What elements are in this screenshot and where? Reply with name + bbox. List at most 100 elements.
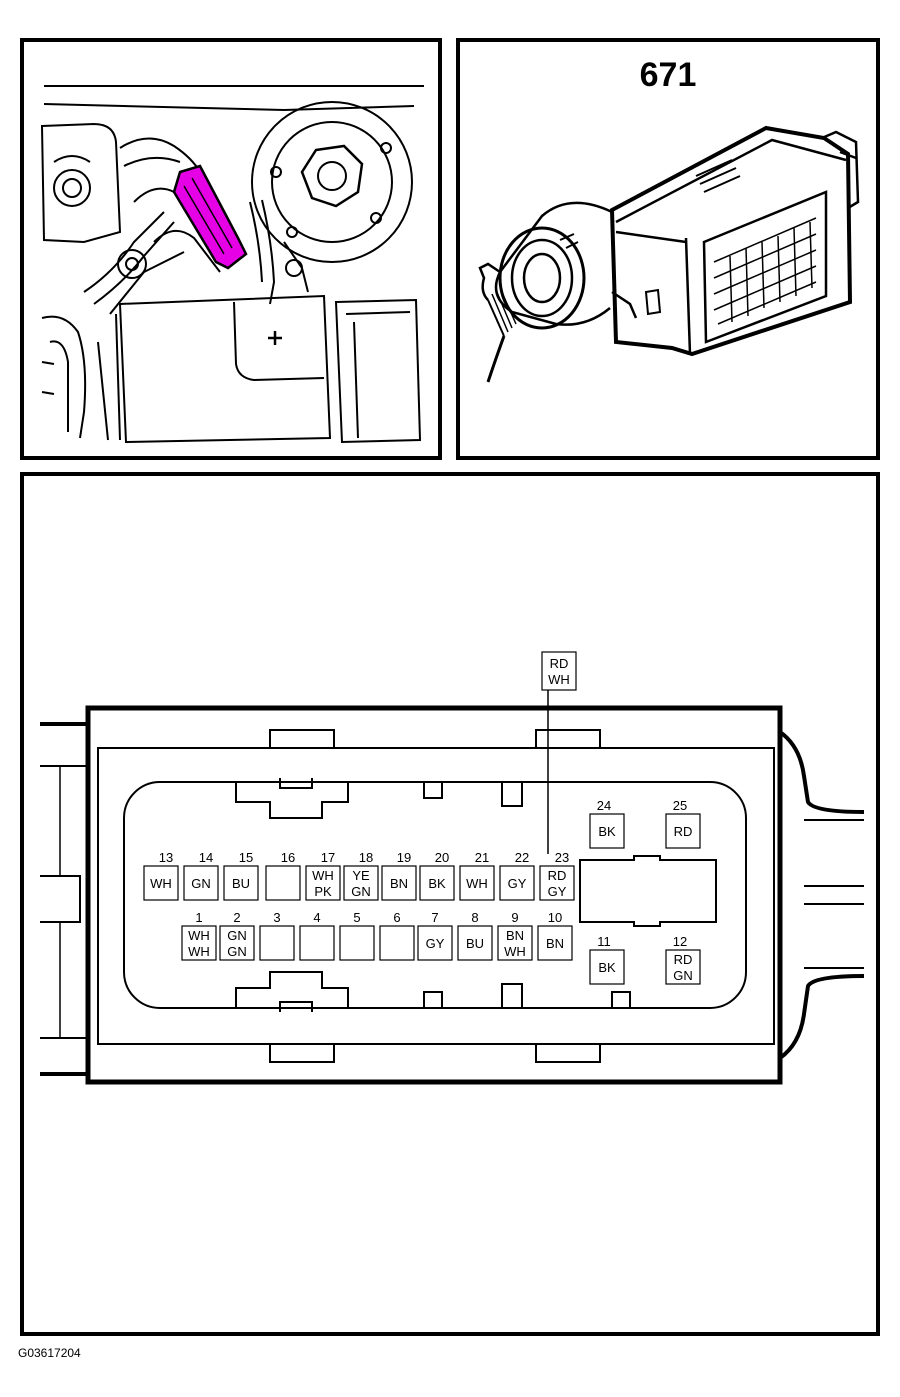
- pin-number: 4: [313, 910, 320, 925]
- pin-cavity: [537, 925, 573, 961]
- pin-cavity: [265, 865, 301, 901]
- engine-bay-location-icon: [40, 85, 424, 444]
- pin-wire-color-top: RD: [548, 868, 567, 883]
- figure-id: G03617204: [18, 1346, 81, 1360]
- pin-cavity: [419, 865, 455, 901]
- pin-wire-color: BK: [598, 824, 616, 839]
- pin-number: 9: [511, 910, 518, 925]
- pin-number: 14: [199, 850, 213, 865]
- pin-4: 4: [299, 910, 335, 961]
- pin-number: 12: [673, 934, 687, 949]
- pin-wire-color-top: WH: [312, 868, 334, 883]
- pin-number: 23: [555, 850, 569, 865]
- pin-cavity: [343, 865, 379, 901]
- pin-wire-color-top: WH: [188, 928, 210, 943]
- pin-wire-color: BU: [232, 876, 250, 891]
- pin-number: 20: [435, 850, 449, 865]
- connector-panel: 671: [456, 38, 880, 460]
- pin-cavity: [589, 813, 625, 849]
- pin-wire-color: BN: [390, 876, 408, 891]
- pin-cavity: [665, 949, 701, 985]
- pin-cavity: [381, 865, 417, 901]
- pin-cavity: [499, 865, 535, 901]
- pin-number: 16: [281, 850, 295, 865]
- pin-wire-color-bottom: WH: [504, 944, 526, 959]
- pin-wire-color: BK: [428, 876, 446, 891]
- pin-cavity: [497, 925, 533, 961]
- pin-cavity: [223, 865, 259, 901]
- pin-number: 22: [515, 850, 529, 865]
- pin-number: 2: [233, 910, 240, 925]
- pin-wire-color-top: BN: [506, 928, 524, 943]
- pin-cavity: [339, 925, 375, 961]
- pin-cavity: [459, 865, 495, 901]
- pin-7: 7GY: [417, 910, 453, 961]
- pin-wire-color: GN: [191, 876, 211, 891]
- pin-16: 16: [265, 850, 301, 901]
- pin-number: 21: [475, 850, 489, 865]
- location-panel: [20, 38, 442, 460]
- component-number: 671: [639, 56, 697, 94]
- pin-wire-color-top: RD: [674, 952, 693, 967]
- pin-cavity: [143, 865, 179, 901]
- pin-cavity: [259, 925, 295, 961]
- pin-number: 10: [548, 910, 562, 925]
- pin-wire-color-bottom: PK: [314, 884, 332, 899]
- lead-wire-color-top: RD: [550, 656, 569, 671]
- pin-wire-color-bottom: GN: [227, 944, 247, 959]
- pin-cavity: [181, 925, 217, 961]
- pin-wire-color: GY: [508, 876, 527, 891]
- pin-cavity: [457, 925, 493, 961]
- pin-number: 13: [159, 850, 173, 865]
- pin-number: 11: [597, 934, 611, 949]
- pin-cavity: [219, 925, 255, 961]
- lead-wire-color-bottom: WH: [548, 672, 570, 687]
- pin-wire-color-bottom: WH: [188, 944, 210, 959]
- pin-cavity: [539, 865, 575, 901]
- pin-wire-color: BN: [546, 936, 564, 951]
- pin-wire-color-bottom: GY: [548, 884, 567, 899]
- lead-wire-label: RD WH: [541, 651, 577, 691]
- pin-number: 24: [597, 798, 611, 813]
- pin-wire-color: BK: [598, 960, 616, 975]
- pin-number: 5: [353, 910, 360, 925]
- pin-wire-color-bottom: GN: [351, 884, 371, 899]
- pin-wire-color: WH: [466, 876, 488, 891]
- pin-wire-color: RD: [674, 824, 693, 839]
- pin-number: 7: [431, 910, 438, 925]
- pin-number: 15: [239, 850, 253, 865]
- pin-number: 18: [359, 850, 373, 865]
- pin-cavity: [299, 925, 335, 961]
- highlighted-connector: [172, 164, 248, 270]
- pin-number: 1: [195, 910, 202, 925]
- pin-number: 8: [471, 910, 478, 925]
- pin-wire-color-bottom: GN: [673, 968, 693, 983]
- pin-8: 8BU: [457, 910, 493, 961]
- pin-number: 19: [397, 850, 411, 865]
- pin-number: 25: [673, 798, 687, 813]
- pin-number: 3: [273, 910, 280, 925]
- pin-wire-color-top: GN: [227, 928, 247, 943]
- pin-5: 5: [339, 910, 375, 961]
- pin-cavity: [665, 813, 701, 849]
- connector-harness-icon: [478, 125, 860, 383]
